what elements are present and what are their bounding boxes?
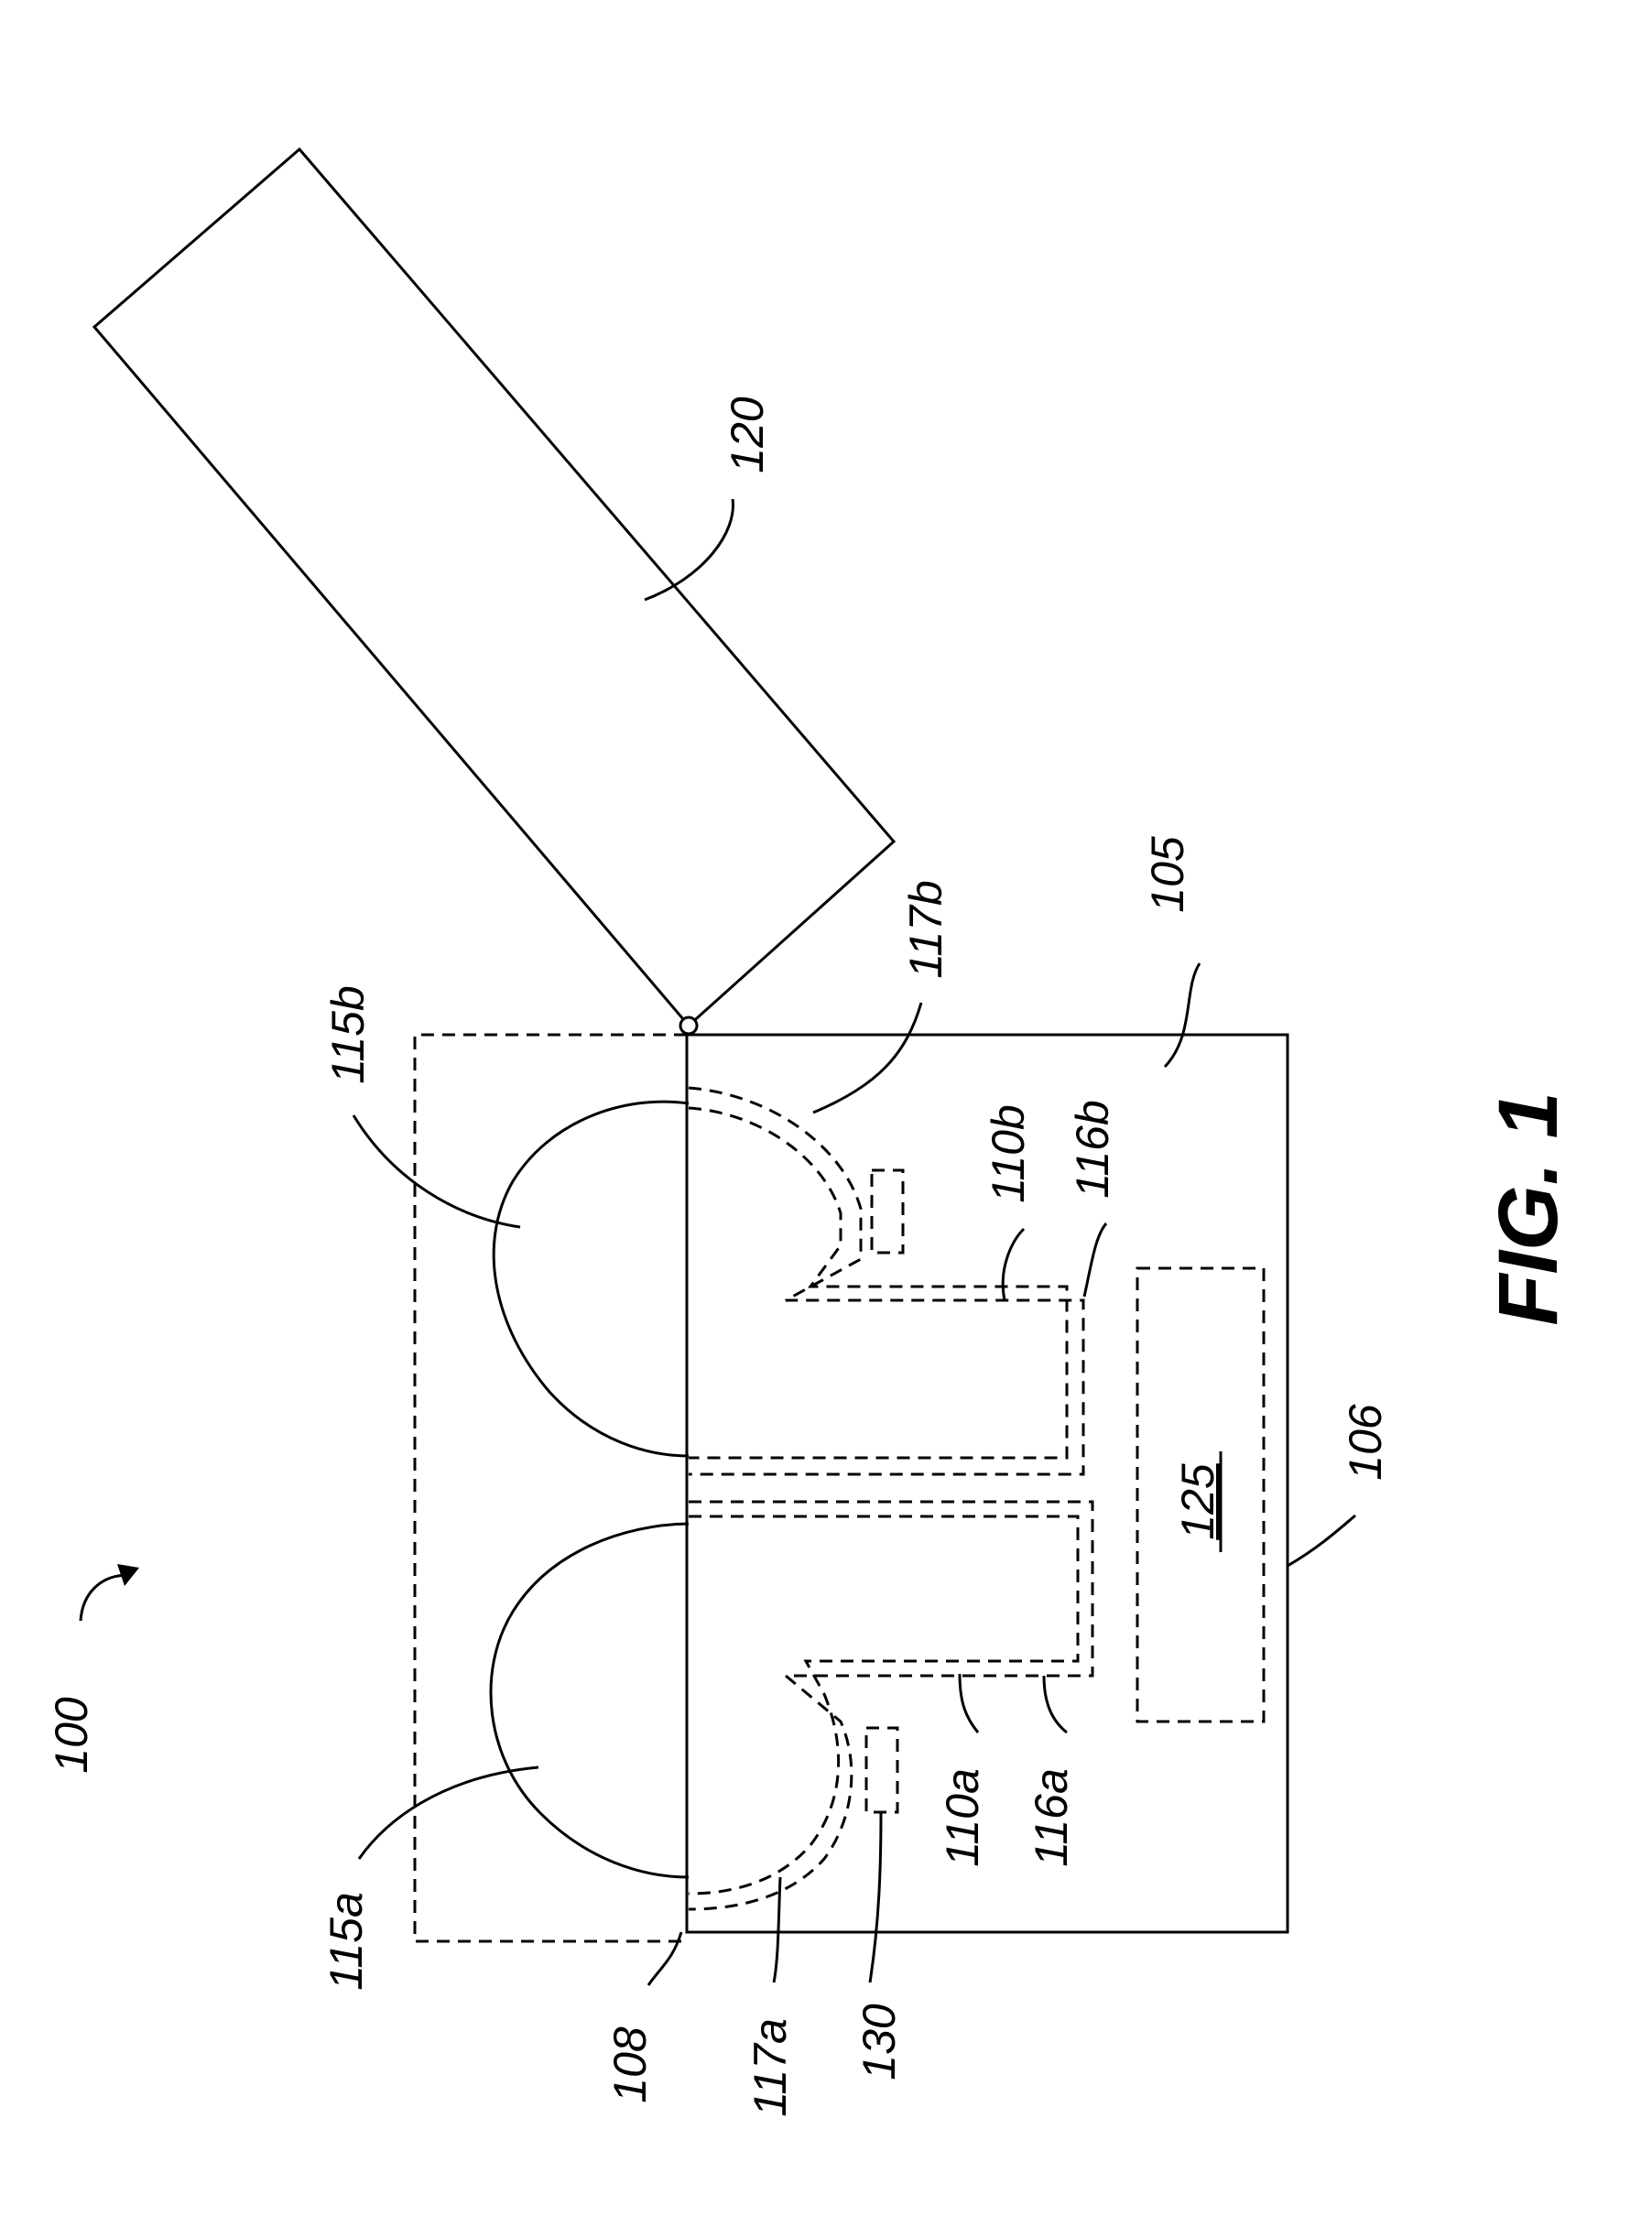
figure-caption: FIG. 1 <box>1482 1092 1575 1326</box>
leader-120 <box>645 499 733 600</box>
sensor-a <box>866 1728 897 1812</box>
label-105: 105 <box>1142 836 1193 913</box>
label-117b: 117b <box>900 880 951 979</box>
leader-115b <box>353 1115 520 1227</box>
earbud-b-outline <box>494 1102 689 1456</box>
hinge <box>680 1017 697 1034</box>
label-130: 130 <box>853 2004 905 2080</box>
label-116b: 116b <box>1067 1100 1118 1199</box>
label-110b: 110b <box>983 1104 1034 1203</box>
leader-116a <box>1044 1676 1067 1733</box>
leader-130 <box>870 1811 881 1982</box>
leader-110b <box>1003 1229 1024 1300</box>
label-115b: 115b <box>322 985 374 1084</box>
label-106: 106 <box>1340 1404 1391 1481</box>
leader-110a <box>960 1674 978 1733</box>
leader-116b <box>1084 1223 1106 1297</box>
label-117a: 117a <box>744 2018 796 2117</box>
label-120: 120 <box>722 396 773 473</box>
label-108: 108 <box>604 2026 656 2103</box>
leader-106 <box>1288 1515 1355 1566</box>
label-125: 125 <box>1172 1463 1223 1540</box>
lid-outline <box>94 149 894 1026</box>
label-116a: 116a <box>1026 1768 1077 1867</box>
earbud-a-outline <box>491 1524 689 1877</box>
sensor-b <box>872 1170 903 1253</box>
charging-region-outline <box>415 1035 687 1941</box>
label-100: 100 <box>46 1697 97 1774</box>
label-115a: 115a <box>321 1892 372 1991</box>
leader-117b <box>813 1003 921 1113</box>
leader-115a <box>359 1767 538 1859</box>
cavity-a-inner <box>689 1516 1078 1894</box>
label-110a: 110a <box>937 1768 988 1867</box>
leader-105 <box>1165 963 1200 1067</box>
leader-100 <box>81 1575 128 1621</box>
